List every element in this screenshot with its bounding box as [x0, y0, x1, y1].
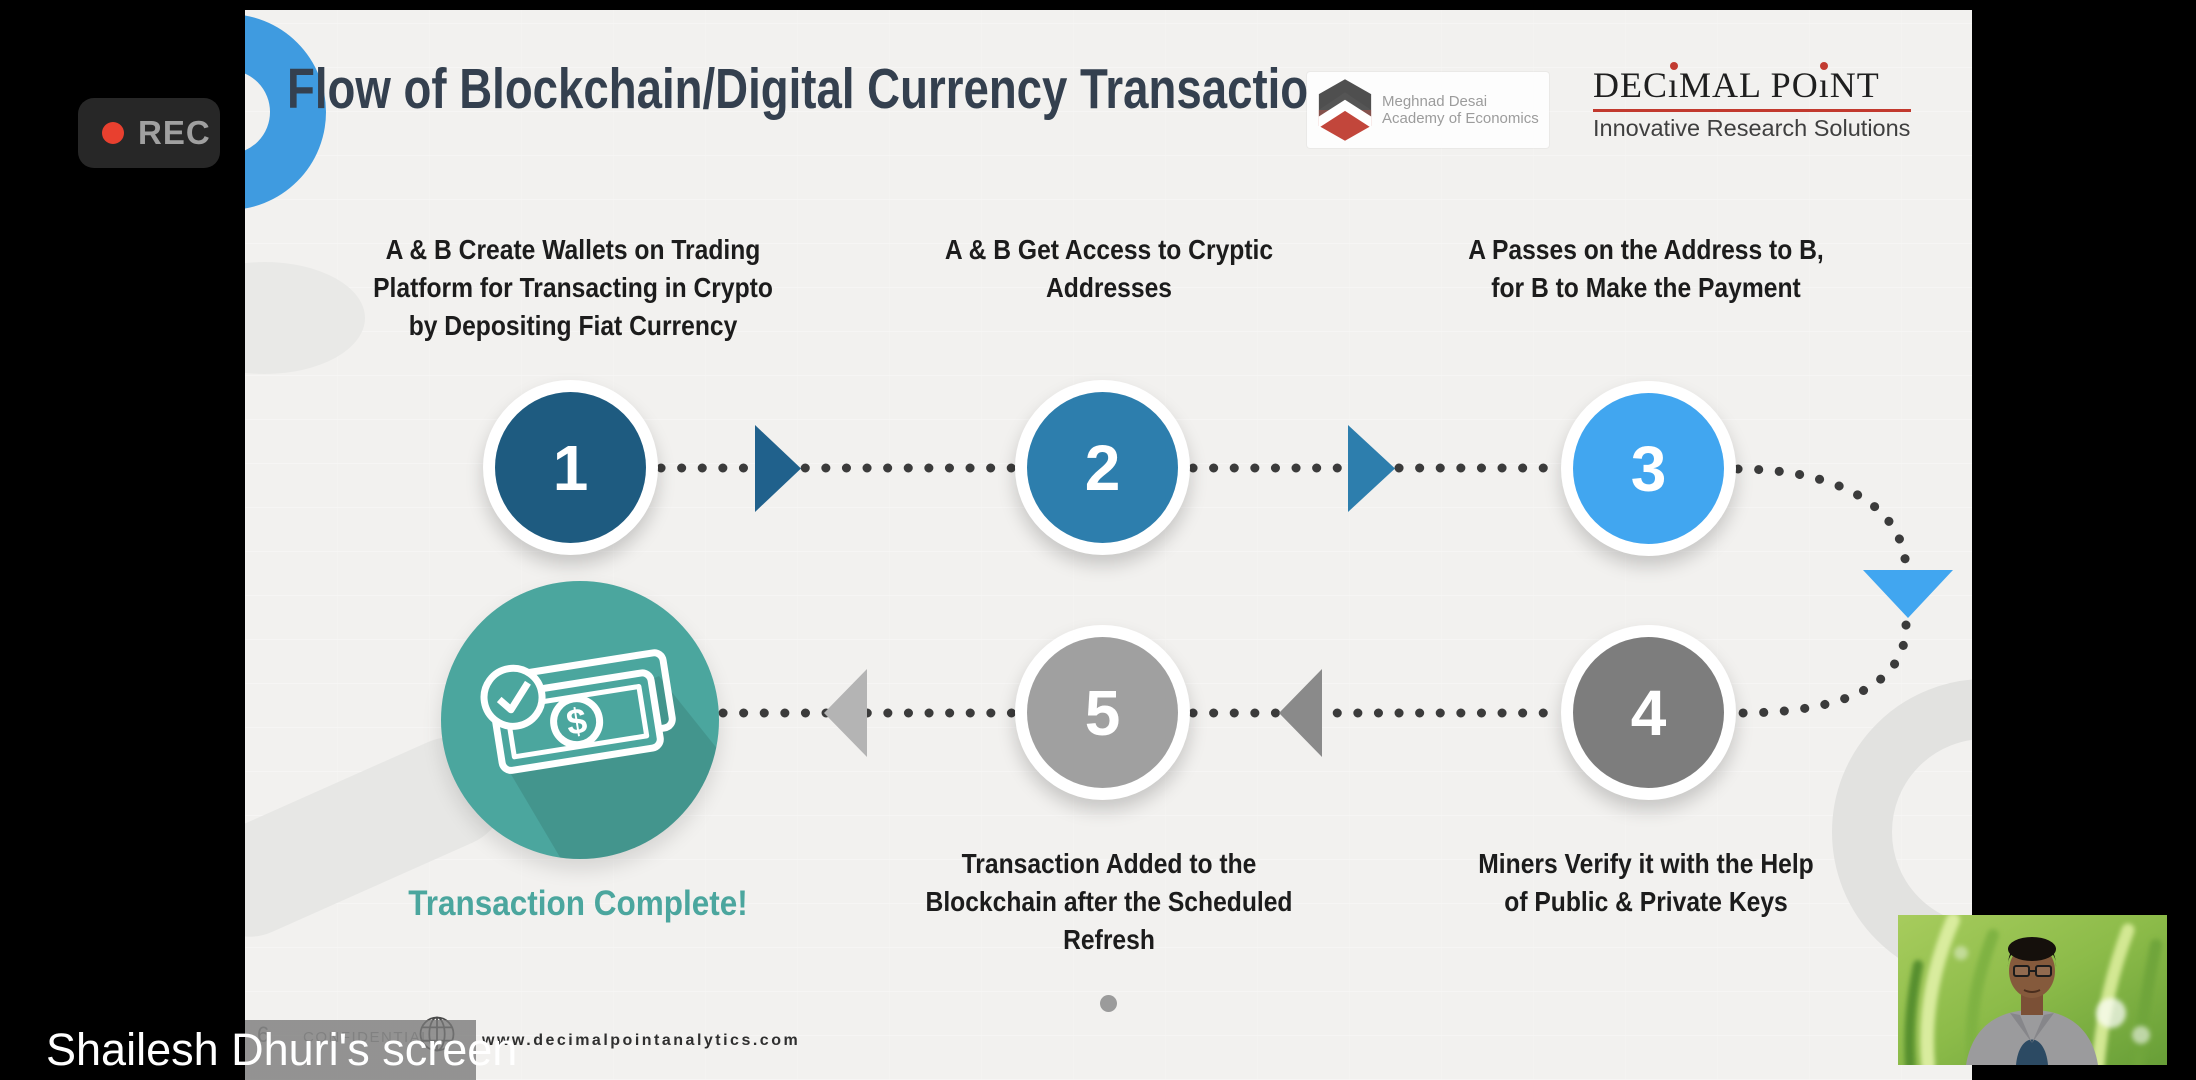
presenter-video [1898, 915, 2167, 1065]
dp-underline [1593, 109, 1911, 112]
step2-line1: A & B Get Access to Cryptic [944, 234, 1274, 265]
slide-title: Flow of Blockchain/Digital Currency Tran… [287, 57, 1337, 121]
academy-hexagon-icon [1318, 79, 1372, 141]
step5-number: 5 [1027, 637, 1178, 788]
slide-pagination-dot [1100, 995, 1117, 1012]
arrow-right-2-3 [1348, 425, 1395, 512]
dp-part2: MAL PO [1679, 65, 1819, 105]
academy-logo-text: Meghnad Desai Academy of Economics [1382, 93, 1539, 127]
record-dot-icon [102, 122, 124, 144]
academy-name-line2: Academy of Economics [1382, 110, 1539, 127]
decimal-point-logo: DECıMAL POıNT Innovative Research Soluti… [1593, 64, 1915, 142]
step3-label: A Passes on the Address to B, for B to M… [1468, 231, 1824, 307]
arrow-left-5-complete [824, 669, 867, 757]
screen-share-label: Shailesh Dhuri's screen [46, 1024, 518, 1075]
dp-part3: NT [1829, 65, 1880, 105]
academy-name-line1: Meghnad Desai [1382, 93, 1488, 110]
decor-blue-ring [245, 15, 326, 209]
step1-line1: A & B Create Wallets on Trading [385, 234, 761, 265]
dp-part1: DEC [1593, 65, 1668, 105]
step4-line1: Miners Verify it with the Help [1478, 848, 1814, 879]
step4-label: Miners Verify it with the Help of Public… [1478, 845, 1813, 921]
step2-number: 2 [1027, 392, 1178, 543]
recording-indicator[interactable]: REC [78, 98, 220, 168]
step3-line1: A Passes on the Address to B, [1468, 234, 1824, 265]
academy-logo: Meghnad Desai Academy of Economics [1307, 72, 1549, 148]
step5-circle: 5 [1015, 625, 1190, 800]
arrow-left-4-5 [1279, 669, 1322, 757]
verified-banknote-icon: $ [480, 649, 719, 859]
dp-tagline: Innovative Research Solutions [1593, 115, 1911, 141]
presenter-webcam-tile[interactable] [1898, 915, 2167, 1065]
shared-slide: Flow of Blockchain/Digital Currency Tran… [245, 10, 1972, 1080]
screen-share-banner: Shailesh Dhuri's screen [0, 1020, 517, 1080]
website-url: www.decimalpointanalytics.com [482, 1032, 801, 1049]
step1-line3: by Depositing Fiat Currency [408, 310, 738, 341]
transaction-complete-circle: $ [441, 581, 719, 859]
dotted-curve-down-bottom [1734, 620, 1911, 718]
dp-red-dot-i: ı [1668, 65, 1680, 105]
arrow-down-3-4 [1863, 570, 1953, 618]
step2-label: A & B Get Access to Cryptic Addresses [945, 231, 1273, 307]
step1-label: A & B Create Wallets on Trading Platform… [373, 231, 773, 345]
step5-line1: Transaction Added to the [961, 848, 1257, 879]
step5-label: Transaction Added to the Blockchain afte… [926, 845, 1293, 959]
flow-connectors [656, 425, 1953, 757]
step3-number: 3 [1573, 393, 1724, 544]
step2-line2: Addresses [1045, 272, 1172, 303]
step4-line2: of Public & Private Keys [1504, 886, 1788, 917]
step2-circle: 2 [1015, 380, 1190, 555]
arrow-right-1-2 [755, 425, 801, 512]
dp-red-dot-i: ı [1818, 65, 1830, 105]
transaction-complete-label: Transaction Complete! [408, 884, 748, 923]
step5-line3: Refresh [1063, 924, 1155, 955]
step3-circle: 3 [1561, 381, 1736, 556]
step3-line2: for B to Make the Payment [1491, 272, 1801, 303]
presenter-person [1966, 937, 2098, 1065]
decimal-point-wordmark: DECıMAL POıNT [1593, 64, 1915, 106]
step1-line2: Platform for Transacting in Crypto [373, 272, 773, 303]
step1-number: 1 [495, 392, 646, 543]
rec-label: REC [138, 114, 211, 151]
step4-number: 4 [1573, 637, 1724, 788]
dotted-curve-down-top [1733, 464, 1911, 577]
step4-circle: 4 [1561, 625, 1736, 800]
step1-circle: 1 [483, 380, 658, 555]
step5-line2: Blockchain after the Scheduled [925, 886, 1293, 917]
